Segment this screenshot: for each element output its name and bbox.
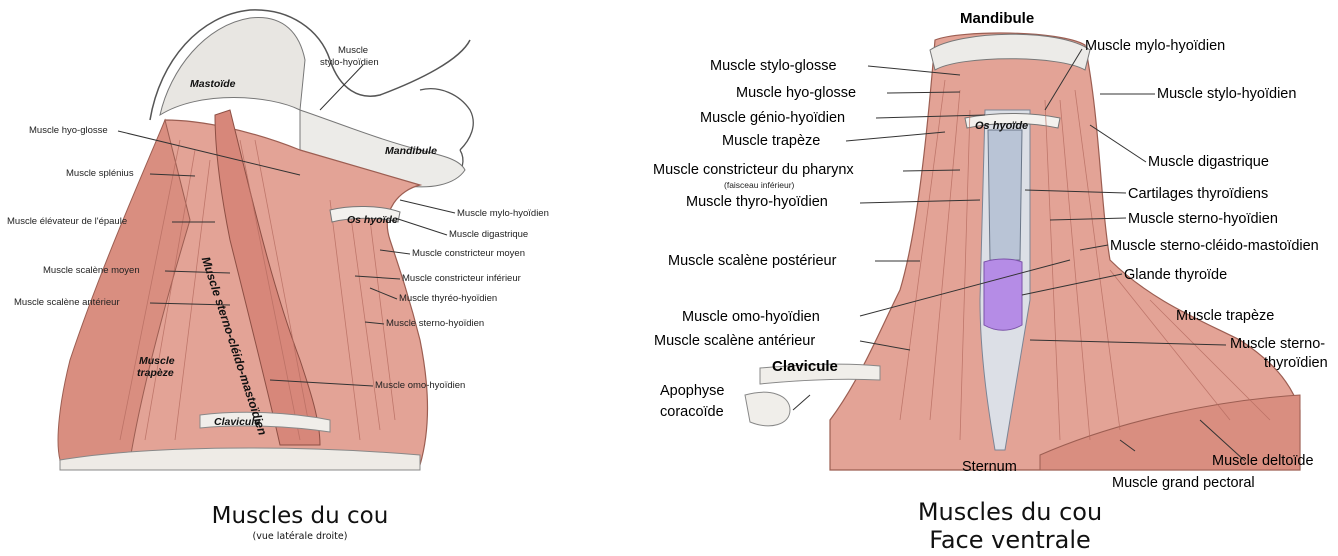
right-title-line1: Muscles du cou <box>880 498 1140 526</box>
label-stylo-glosse: Muscle stylo-glosse <box>710 58 837 74</box>
label-apophyse-2: coracoïde <box>660 404 724 420</box>
label-deltoide: Muscle deltoïde <box>1212 453 1338 469</box>
label-os-hyoide-right: Os hyoïde <box>975 120 1028 132</box>
right-title-line2: Face ventrale <box>880 526 1140 554</box>
label-stylo-hyoidien-right: Muscle stylo-hyoïdien <box>1157 86 1296 102</box>
label-omo-hyoidien-right: Muscle omo-hyoïdien <box>682 309 820 325</box>
label-apophyse-1: Apophyse <box>660 383 725 399</box>
label-sternum: Sternum <box>962 459 1017 475</box>
label-faisceau-inferieur: (faisceau inférieur) <box>724 180 794 190</box>
label-sterno-thyroidien-1: Muscle sterno- <box>1230 336 1338 352</box>
label-trapeze-right-left: Muscle trapèze <box>722 133 820 149</box>
label-grand-pectoral: Muscle grand pectoral <box>1112 475 1255 491</box>
label-sterno-hyoidien-right: Muscle sterno-hyoïdien <box>1128 211 1278 227</box>
label-thyro-hyoidien: Muscle thyro-hyoïdien <box>686 194 828 210</box>
label-cartilages-thyroidiens: Cartilages thyroïdiens <box>1128 186 1268 202</box>
label-clavicule-right: Clavicule <box>772 358 838 375</box>
label-digastrique-right: Muscle digastrique <box>1148 154 1269 170</box>
label-scalene-anterieur-right: Muscle scalène antérieur <box>654 333 815 349</box>
label-sterno-thyroidien-2: thyroïdien <box>1264 355 1338 371</box>
label-hyo-glosse-right: Muscle hyo-glosse <box>736 85 856 101</box>
label-mylo-right: Muscle mylo-hyoïdien <box>1085 38 1225 54</box>
label-genio-hyoidien: Muscle génio-hyoïdien <box>700 110 845 126</box>
label-trapeze-right-right: Muscle trapèze <box>1176 308 1274 324</box>
label-scalene-posterieur: Muscle scalène postérieur <box>668 253 836 269</box>
label-mandibule-right: Mandibule <box>960 10 1034 27</box>
label-constricteur-pharynx: Muscle constricteur du pharynx <box>653 162 854 178</box>
label-glande-thyroide: Glande thyroïde <box>1124 267 1227 283</box>
label-scm-right: Muscle sterno-cléido-mastoïdien <box>1110 238 1338 254</box>
